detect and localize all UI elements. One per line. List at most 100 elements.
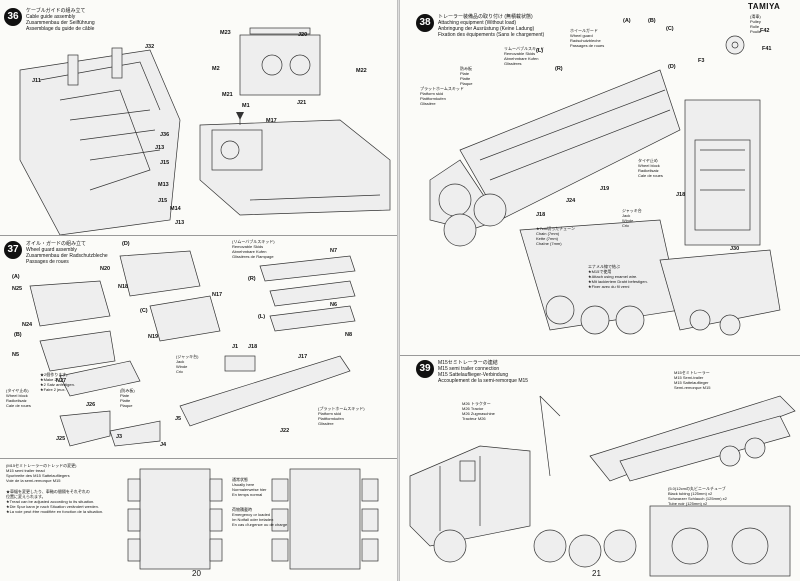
step-36-drawing bbox=[19, 27, 391, 235]
part-label: M21 bbox=[222, 92, 233, 98]
wheel-block-callout: タイヤ止め Wheel block Radkeilsatz Cale de ro… bbox=[638, 158, 663, 178]
part-label: J30 bbox=[730, 246, 740, 252]
part-label: J32 bbox=[145, 44, 155, 50]
m15-tread-section: (M15セミトレーラーのトレッドの変更) M15 semi trailer tr… bbox=[0, 458, 397, 581]
pulley-callout: (滑車) Pulley Rolle Poulie bbox=[750, 14, 762, 34]
wheel-block-callout: (タイヤ止め) Wheel block Radkeilsatz Cale de … bbox=[6, 388, 31, 408]
m15-tread-title: (M15セミトレーラーのトレッドの変更) M15 semi trailer tr… bbox=[6, 463, 77, 483]
part-label: (L) bbox=[258, 314, 266, 320]
step-36: 36 ケーブルガイドの組み立て Cable guide assembly Zus… bbox=[0, 0, 397, 235]
part-label: (B) bbox=[648, 18, 656, 24]
step-number: 38 bbox=[416, 14, 434, 32]
part-label: (C) bbox=[666, 26, 674, 32]
part-label: J20 bbox=[298, 32, 308, 38]
step-37: 37 オイル・ガードの組み立て Wheel guard assembly Zus… bbox=[0, 235, 397, 458]
m15-tread-drawing bbox=[127, 468, 379, 570]
jack-callout: ジャッキ台 Jack Winde Cric bbox=[622, 208, 642, 228]
part-label: J17 bbox=[298, 354, 308, 360]
part-label: (A) bbox=[12, 274, 20, 280]
part-label: N20 bbox=[100, 266, 111, 272]
part-label: (B) bbox=[14, 332, 22, 338]
part-label: J18 bbox=[676, 192, 686, 198]
part-label: M17 bbox=[266, 118, 277, 124]
part-label: J36 bbox=[160, 132, 170, 138]
step-38-drawing bbox=[429, 35, 781, 336]
part-label: (R) bbox=[248, 276, 256, 282]
step-title: オイル・ガードの組み立て Wheel guard assembly Zusamm… bbox=[26, 241, 108, 265]
left-page: 36 ケーブルガイドの組み立て Cable guide assembly Zus… bbox=[0, 0, 398, 581]
part-label: J5 bbox=[175, 416, 182, 422]
part-label: M13 bbox=[158, 182, 169, 188]
part-label: J22 bbox=[280, 428, 290, 434]
tractor-label: M26 トラクター M26 Tractor M26 Zugmaschine Tr… bbox=[462, 401, 495, 421]
part-label: F42 bbox=[760, 28, 770, 34]
removable-skid-callout: リムーバブルスキッド Removable Skids Abnehmbare Ku… bbox=[504, 46, 544, 66]
part-label: J4 bbox=[160, 442, 167, 448]
plate-callout: (防み板) Plate Platte Plaque bbox=[120, 388, 135, 408]
part-label: (L) bbox=[536, 48, 544, 54]
part-label: N6 bbox=[330, 302, 338, 308]
part-label: N25 bbox=[12, 286, 23, 292]
part-label: (D) bbox=[668, 64, 676, 70]
part-label: N19 bbox=[148, 334, 159, 340]
trailer-label: M15セミトレーラー M15 Semi-trailer M15 Sattelau… bbox=[674, 370, 711, 390]
loaded-caption: 荷物積載時 Emergency or loaded Im Notfall ode… bbox=[232, 507, 288, 527]
platform-skid-callout: プラットホームスキッド Platform skid Plattformkufen… bbox=[420, 86, 464, 106]
attach-unused-callout: エナメル線で結ぶ ★M15で使用 ★Attach using enamel wi… bbox=[588, 264, 648, 289]
brand-logo: TAMIYA bbox=[748, 2, 781, 11]
step-38: 38 トレーラー装備品の取り付け (無積載状態) Attaching equip… bbox=[400, 10, 800, 355]
part-label: F41 bbox=[762, 46, 772, 52]
step-number: 39 bbox=[416, 360, 434, 378]
tube-label: (5.0)12cmの丸ビニールチューブ Black tubing (125mm)… bbox=[668, 486, 727, 506]
part-label: M22 bbox=[356, 68, 367, 74]
part-label: J15 bbox=[158, 198, 168, 204]
part-label: (C) bbox=[140, 308, 148, 314]
part-label: N27 bbox=[56, 378, 67, 384]
make-two-note: ★2個作ります。 ★Make 2. ★2 Satz anfertigen. ★F… bbox=[40, 372, 75, 392]
part-label: N8 bbox=[345, 332, 353, 338]
page-number-left: 20 bbox=[192, 569, 201, 578]
step-number: 37 bbox=[4, 241, 22, 259]
part-label: J11 bbox=[32, 78, 41, 84]
spine-gutter bbox=[397, 0, 400, 581]
part-label: J25 bbox=[56, 436, 66, 442]
step-title: ケーブルガイドの組み立て Cable guide assembly Zusamm… bbox=[26, 8, 95, 32]
step-title: M15セミトレーラーの連結 M15 semi trailer connectio… bbox=[438, 360, 529, 384]
part-label: J18 bbox=[248, 344, 258, 350]
part-label: F3 bbox=[698, 58, 705, 64]
part-label: (D) bbox=[122, 241, 130, 247]
step-37-drawing bbox=[29, 250, 356, 447]
platform-skid-callout: (プラットホームスキッド) Platform skid Plattformkuf… bbox=[318, 406, 365, 426]
part-label: M14 bbox=[170, 206, 181, 212]
part-label: N18 bbox=[118, 284, 129, 290]
step-39: 39 M15セミトレーラーの連結 M15 semi trailer connec… bbox=[400, 355, 800, 581]
part-label: N17 bbox=[212, 292, 223, 298]
part-label: J19 bbox=[600, 186, 610, 192]
part-label: M1 bbox=[242, 103, 250, 109]
step-number: 36 bbox=[4, 8, 22, 26]
m15-tread-note: ★車幅を変更したり、車軸の間隔をそれぞれの 位置に変えられます。 ★Tread … bbox=[6, 489, 104, 514]
part-label: J26 bbox=[86, 402, 96, 408]
part-label: J24 bbox=[566, 198, 576, 204]
jack-callout: (ジャッキ台) Jack Winde Cric bbox=[176, 354, 199, 374]
part-label: (A) bbox=[623, 18, 631, 24]
usual-caption: 通常状態 Usually here Normalerweise hier En … bbox=[232, 477, 267, 497]
part-label: N24 bbox=[22, 322, 33, 328]
part-label: (R) bbox=[555, 66, 563, 72]
step-title: トレーラー装備品の取り付け (無積載状態) Attaching equipmen… bbox=[438, 14, 545, 38]
part-label: M23 bbox=[220, 30, 231, 36]
wheel-guard-callout: ホイールガード Wheel guard Radschutzbleche Pass… bbox=[570, 28, 605, 48]
part-label: J18 bbox=[536, 212, 546, 218]
part-label: M2 bbox=[212, 66, 220, 72]
plate-callout: 防み板 Plate Platte Plaque bbox=[460, 66, 473, 86]
part-label: J13 bbox=[155, 145, 165, 151]
right-page: TAMIYA 38 トレーラー装備品の取り付け (無積載状態) Attachin… bbox=[400, 0, 800, 581]
part-label: J3 bbox=[116, 434, 123, 440]
part-label: J13 bbox=[175, 220, 185, 226]
part-label: J1 bbox=[232, 344, 239, 350]
part-label: N5 bbox=[12, 352, 20, 358]
page-number-right: 21 bbox=[592, 569, 601, 578]
step-39-drawing bbox=[409, 395, 796, 577]
removable-skid-callout: (リムーバブルスキッド) Removable Skids Abnehmbare … bbox=[232, 239, 275, 259]
